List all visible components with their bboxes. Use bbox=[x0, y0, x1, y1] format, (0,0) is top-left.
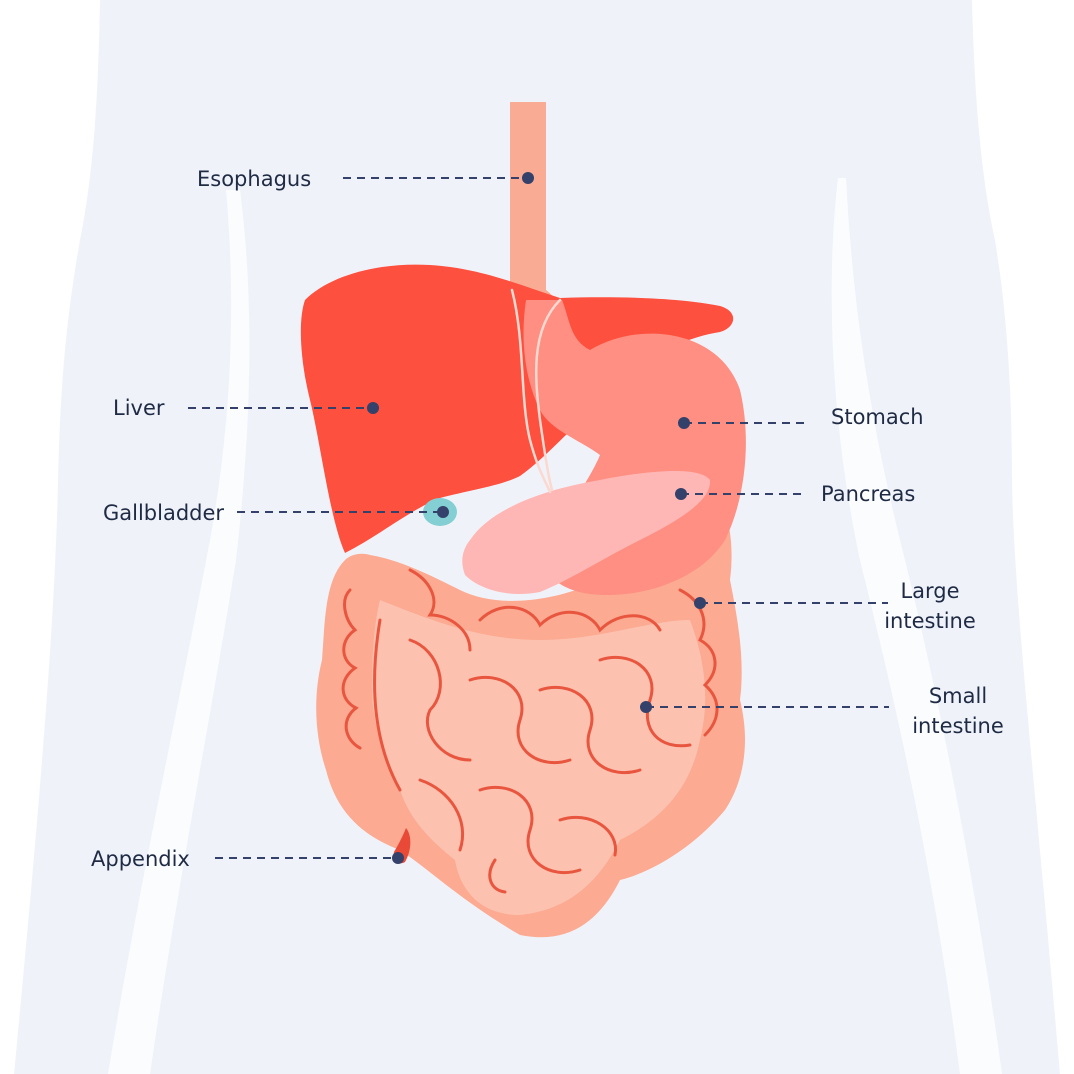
pancreas-organ bbox=[462, 470, 711, 595]
label-stomach: Stomach bbox=[831, 405, 924, 429]
label-large-intestine-line1: Large bbox=[900, 579, 960, 603]
label-large-intestine: Large intestine bbox=[880, 576, 980, 636]
left-arm-gap bbox=[108, 190, 250, 1074]
dot-appendix bbox=[392, 852, 404, 864]
dot-gallbladder bbox=[437, 506, 449, 518]
dot-small-intestine bbox=[640, 701, 652, 713]
label-small-intestine-line1: Small bbox=[928, 684, 988, 708]
label-appendix: Appendix bbox=[91, 847, 190, 871]
label-large-intestine-line2: intestine bbox=[884, 609, 976, 633]
right-arm-gap bbox=[831, 178, 1002, 1074]
dot-liver bbox=[367, 402, 379, 414]
leader-lines bbox=[188, 177, 889, 859]
bile-ducts bbox=[510, 288, 562, 494]
label-small-intestine: Small intestine bbox=[906, 681, 1010, 741]
label-esophagus: Esophagus bbox=[197, 167, 312, 191]
intestine-convolutions bbox=[341, 568, 719, 894]
label-small-intestine-line2: intestine bbox=[912, 714, 1004, 738]
pointer-dots bbox=[367, 172, 706, 864]
label-pancreas: Pancreas bbox=[821, 482, 916, 506]
label-liver: Liver bbox=[113, 396, 165, 420]
dot-pancreas bbox=[675, 488, 687, 500]
esophagus-organ bbox=[508, 102, 563, 340]
dot-esophagus bbox=[522, 172, 534, 184]
small-intestine-organ bbox=[371, 600, 706, 915]
dot-large-intestine bbox=[694, 597, 706, 609]
dot-stomach bbox=[678, 417, 690, 429]
label-gallbladder: Gallbladder bbox=[103, 501, 225, 525]
